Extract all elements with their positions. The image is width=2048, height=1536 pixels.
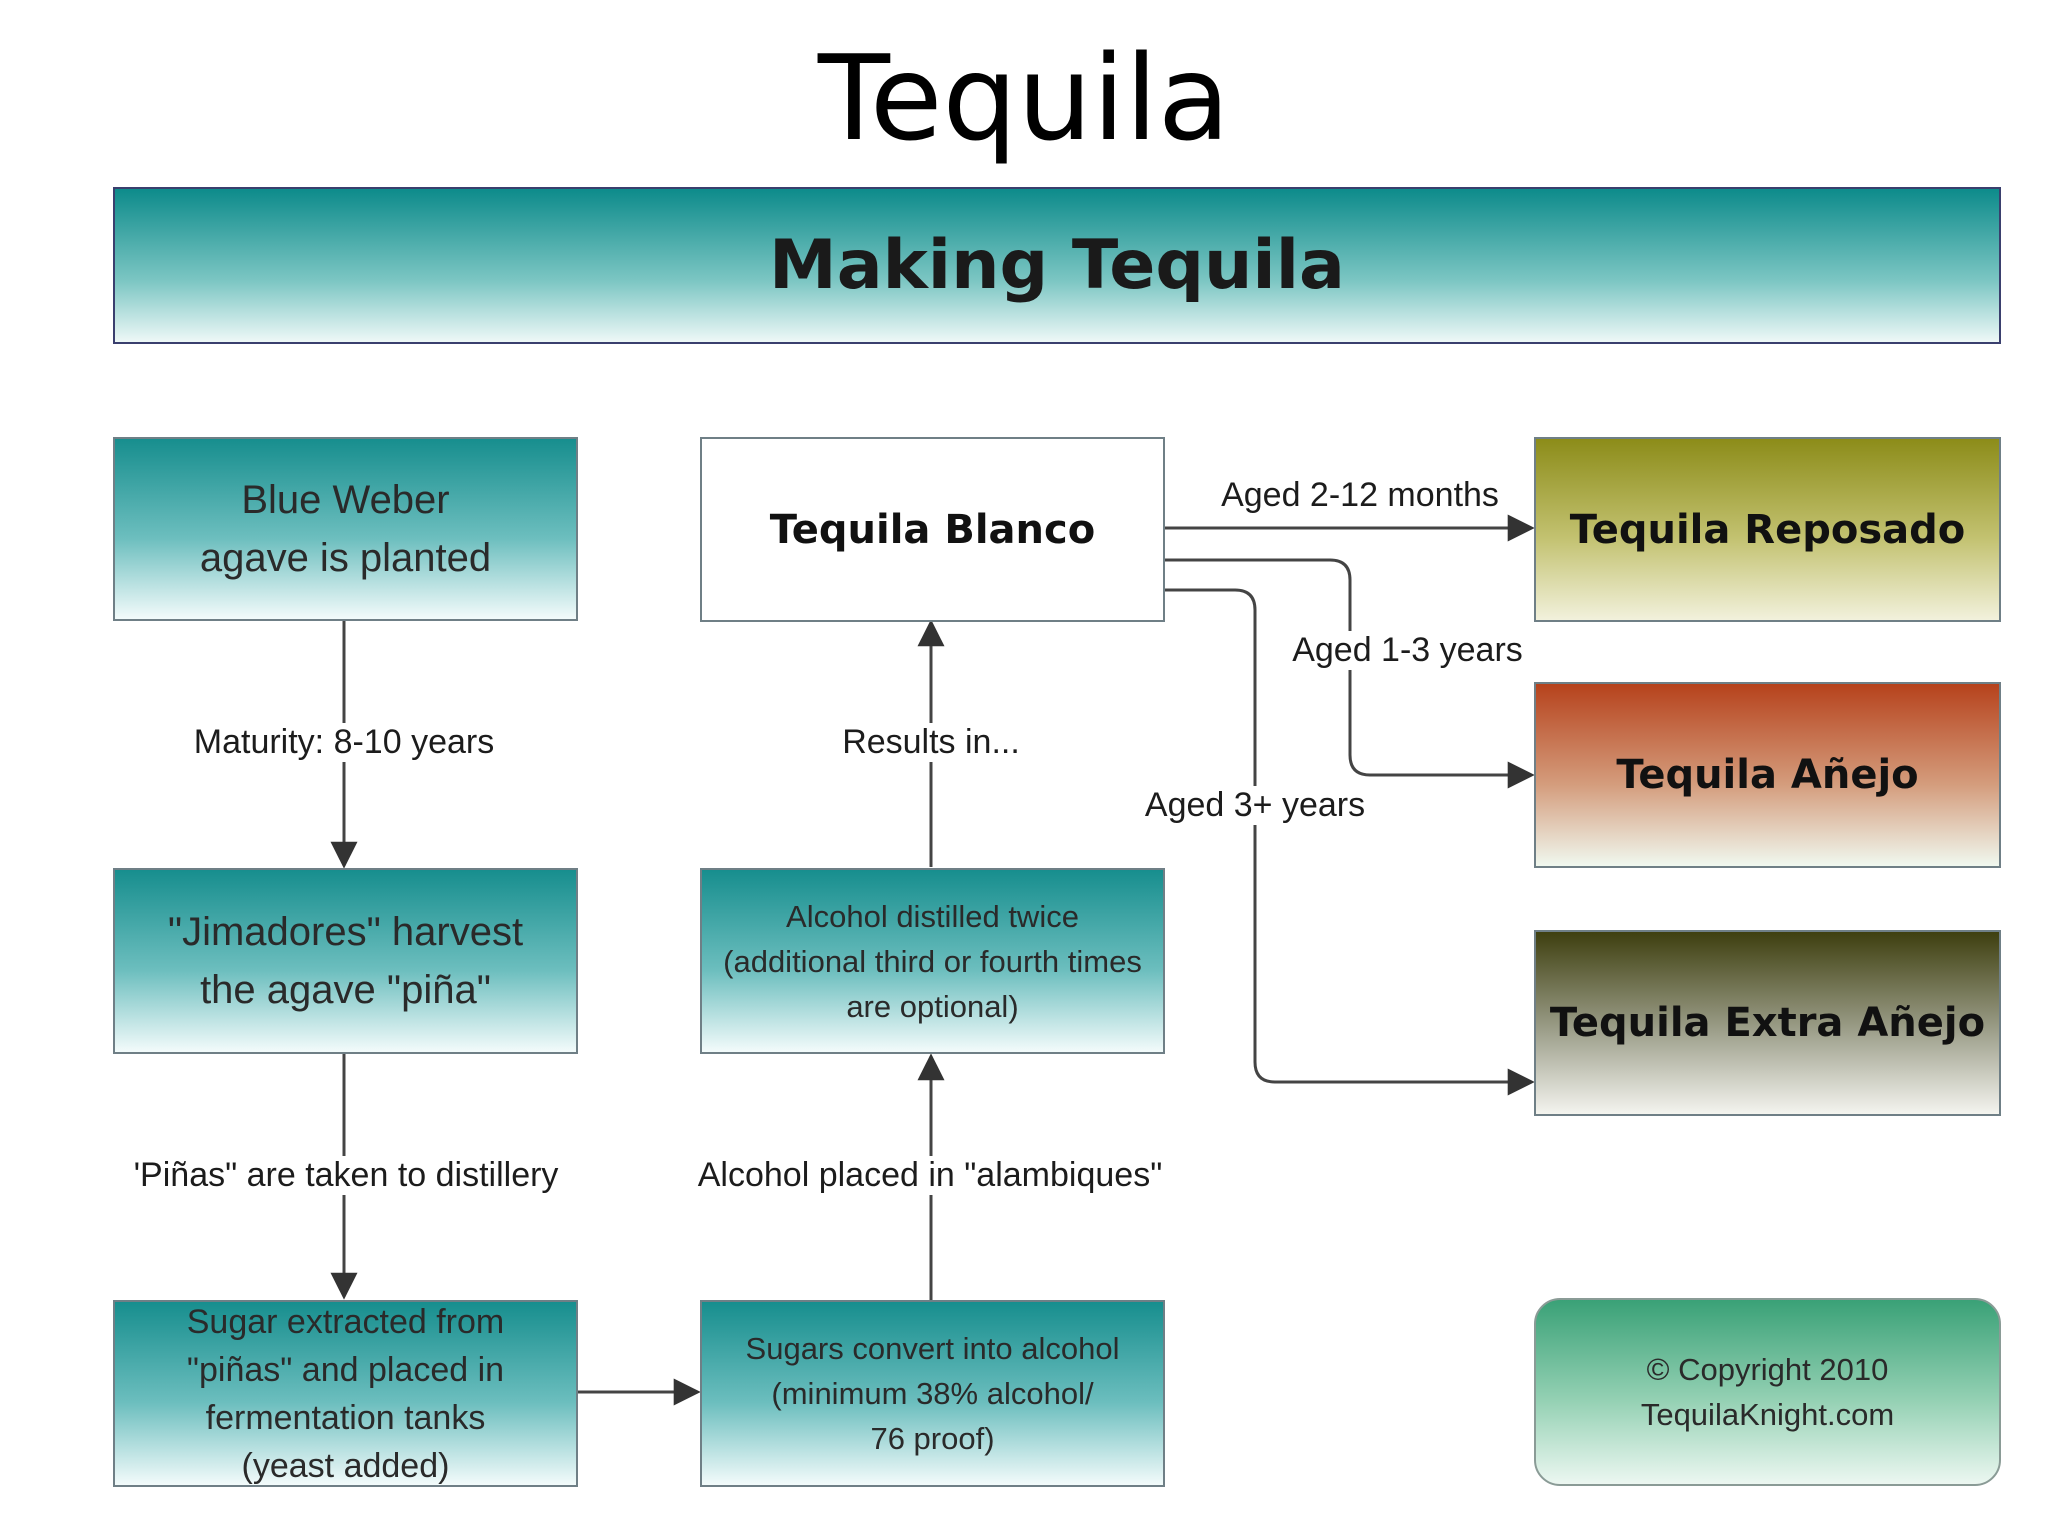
box-distilled: Alcohol distilled twice (additional thir… — [700, 868, 1165, 1054]
box-sugars-convert-label: Sugars convert into alcohol (minimum 38%… — [745, 1331, 1120, 1456]
edge-label-maturity: Maturity: 8-10 years — [170, 723, 518, 762]
box-tequila-extra-anejo-label: Tequila Extra Añejo — [1549, 1000, 1986, 1046]
box-agave-planted-label: Blue Weber agave is planted — [199, 478, 492, 580]
box-tequila-anejo: Tequila Añejo — [1534, 682, 2001, 868]
box-sugar-extracted: Sugar extracted from "piñas" and placed … — [113, 1300, 578, 1487]
box-distilled-label: Alcohol distilled twice (additional thir… — [723, 898, 1142, 1024]
diagram-heading: Making Tequila — [769, 226, 1345, 305]
diagram-heading-banner: Making Tequila — [113, 187, 2001, 344]
box-tequila-reposado: Tequila Reposado — [1534, 437, 2001, 622]
box-tequila-reposado-label: Tequila Reposado — [1569, 506, 1966, 553]
box-tequila-anejo-label: Tequila Añejo — [1616, 752, 1919, 798]
copyright-text: © Copyright 2010 TequilaKnight.com — [1640, 1352, 1895, 1432]
slide-title: Tequila — [817, 29, 1231, 167]
box-tequila-blanco: Tequila Blanco — [700, 437, 1165, 622]
box-tequila-blanco-label: Tequila Blanco — [769, 506, 1096, 553]
copyright-box: © Copyright 2010 TequilaKnight.com — [1534, 1298, 2001, 1486]
edge-label-aged-extra: Aged 3+ years — [1125, 786, 1385, 825]
box-agave-planted: Blue Weber agave is planted — [113, 437, 578, 621]
edge-label-aged-reposado: Aged 2-12 months — [1221, 476, 1499, 514]
box-harvest: "Jimadores" harvest the agave "piña" — [113, 868, 578, 1054]
box-tequila-extra-anejo: Tequila Extra Añejo — [1534, 930, 2001, 1116]
arrow-blanco-to-extra-anejo — [1165, 588, 1535, 1096]
box-sugars-convert: Sugars convert into alcohol (minimum 38%… — [700, 1300, 1165, 1487]
edge-label-alambiques: Alcohol placed in "alambiques" — [660, 1156, 1200, 1195]
edge-label-results-in: Results in... — [820, 723, 1042, 762]
box-harvest-label: "Jimadores" harvest the agave "piña" — [167, 910, 524, 1012]
box-sugar-extracted-label: Sugar extracted from "piñas" and placed … — [186, 1302, 505, 1485]
edge-label-aged-anejo: Aged 1-3 years — [1275, 631, 1540, 670]
edge-label-pinas-taken: 'Piñas" are taken to distillery — [106, 1156, 586, 1195]
